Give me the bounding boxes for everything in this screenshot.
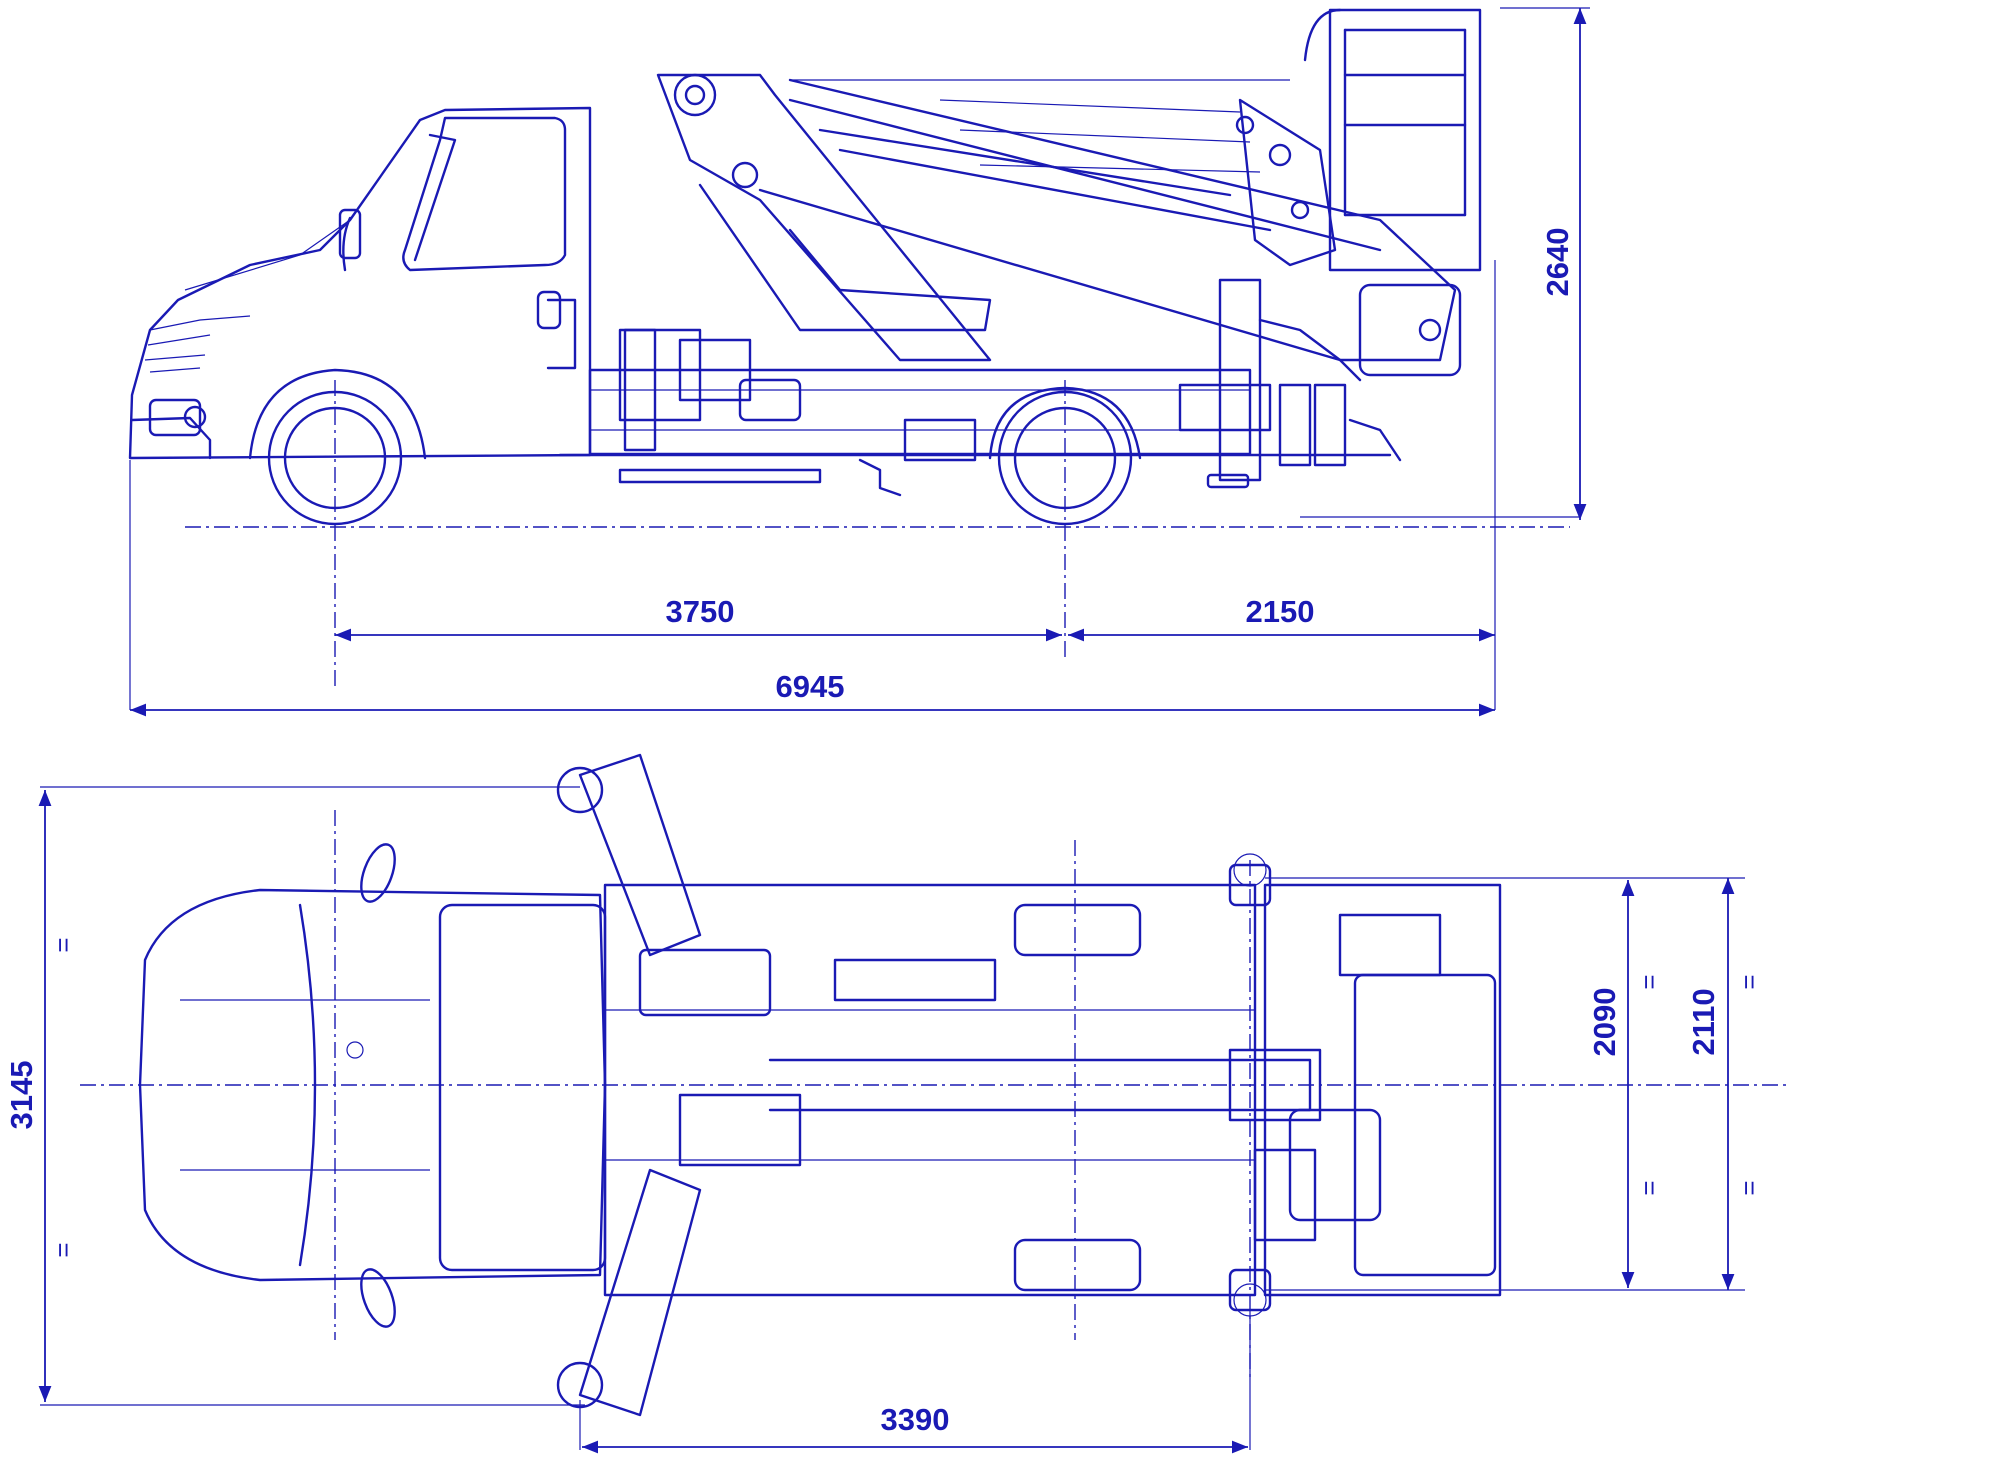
cab-side xyxy=(128,106,592,460)
aerial-boom-side xyxy=(656,73,1462,382)
chassis-top xyxy=(603,883,1382,1297)
equal-mark-left-bottom: = xyxy=(48,1242,78,1257)
side-dimensions: 3750 2150 6945 2640 xyxy=(129,7,1590,717)
basket-top xyxy=(1253,883,1502,1297)
dim-wheelbase-label: 3750 xyxy=(666,594,735,629)
rear-wheel-side xyxy=(988,380,1142,660)
dim-outrigger-base-label: 3390 xyxy=(881,1402,950,1437)
dim-overall-length-label: 6945 xyxy=(776,669,845,704)
stabilizers-side xyxy=(623,278,1402,489)
equal-mark-right-4: = xyxy=(1734,1180,1764,1195)
equal-mark-right-2: = xyxy=(1734,974,1764,989)
dim-outrigger-inner-width-label: 2090 xyxy=(1587,988,1622,1057)
top-dimensions: 3145 = = 2090 2110 = = = = 3390 xyxy=(4,786,1764,1454)
side-view: 3750 2150 6945 2640 xyxy=(128,7,1590,717)
chassis-side xyxy=(558,328,1392,497)
equal-mark-right-1: = xyxy=(1634,974,1664,989)
basket-side xyxy=(1235,8,1482,272)
dim-outrigger-outer-width-label: 2110 xyxy=(1686,988,1721,1055)
equal-mark-left-top: = xyxy=(48,937,78,952)
equal-mark-right-3: = xyxy=(1634,1180,1664,1195)
dim-stowed-height-label: 2640 xyxy=(1540,228,1575,297)
dim-outrigger-length-label: 3145 xyxy=(4,1061,39,1130)
front-wheel-side xyxy=(248,368,427,690)
dim-rear-overhang-label: 2150 xyxy=(1246,594,1315,629)
top-view: 3145 = = 2090 2110 = = = = 3390 xyxy=(4,753,1790,1454)
